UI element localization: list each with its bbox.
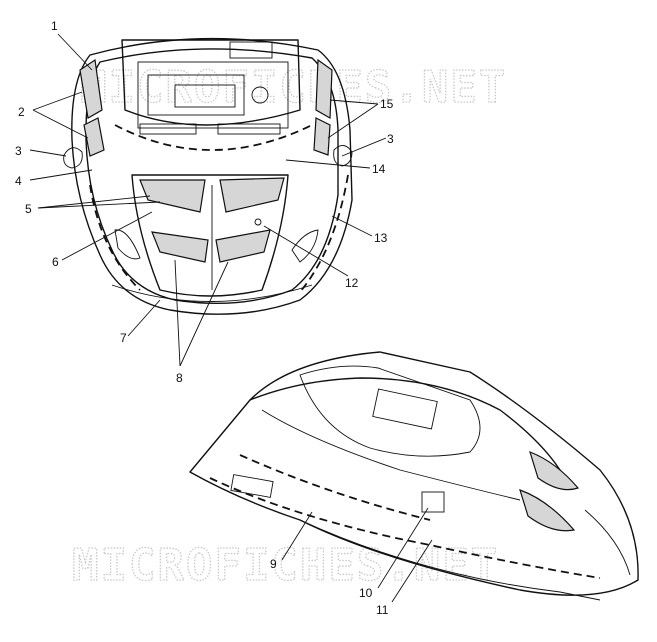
hood-iso-inner <box>299 365 481 457</box>
callout-9: 9 <box>270 557 277 571</box>
callout-2: 2 <box>18 105 25 119</box>
console-bar-right <box>217 123 281 135</box>
callout-3-right: 3 <box>387 132 394 146</box>
side-vent-right-lower <box>313 117 331 156</box>
gauge-circle <box>251 86 269 104</box>
hood-iso-stripe-upper <box>239 454 431 521</box>
hood-front-view <box>63 37 353 315</box>
hood-iso-upper <box>249 377 561 471</box>
callout-10: 10 <box>359 586 373 600</box>
hood-iso-vent-front-1 <box>529 450 580 491</box>
hood-trim-dashes <box>114 124 313 151</box>
instrument-panel <box>174 84 236 108</box>
instrument-recess <box>147 74 245 116</box>
watermark-bottom: MICROFICHES.NET <box>72 540 499 591</box>
side-vent-right <box>315 58 333 120</box>
callout-3-left: 3 <box>15 144 22 158</box>
leader-lines <box>29 33 433 603</box>
hood-side-dashes-right <box>299 174 349 293</box>
bumper-line <box>111 284 313 302</box>
headlight-lower-right <box>215 229 271 263</box>
emblem-right <box>333 145 353 167</box>
headlight-upper-left <box>139 179 206 213</box>
decal-side-small <box>230 474 274 498</box>
hood-inner-rim <box>85 48 339 305</box>
callout-13: 13 <box>374 231 388 245</box>
hood-iso-ridge <box>261 409 521 501</box>
callout-labels: 1 2 3 3 4 5 6 7 8 9 10 11 12 13 14 15 <box>15 19 394 617</box>
side-vent-left <box>79 58 103 119</box>
hood-side-view <box>189 351 639 601</box>
hood-iso-bottom-edge <box>299 519 601 601</box>
watermark-top: MICROFICHES.NET <box>80 62 507 113</box>
callout-7: 7 <box>120 331 127 345</box>
callout-8: 8 <box>176 371 183 385</box>
callout-4: 4 <box>15 174 22 188</box>
headlight-upper-right <box>219 177 285 213</box>
hood-iso-console <box>372 388 438 430</box>
console-opening <box>137 61 289 129</box>
callout-5: 5 <box>25 202 32 216</box>
air-intake-right <box>291 229 319 263</box>
hood-iso-vent-front-2 <box>519 489 576 532</box>
headlight-lower-left <box>151 231 209 263</box>
callout-14: 14 <box>372 162 386 176</box>
emblem-left <box>63 147 83 169</box>
hood-outer-outline <box>71 37 353 315</box>
callout-6: 6 <box>52 255 59 269</box>
air-intake-left <box>114 229 141 260</box>
callout-11: 11 <box>376 603 389 617</box>
decal-square <box>421 491 445 513</box>
console-tab <box>229 41 273 59</box>
hood-fastener <box>254 218 262 226</box>
side-vent-left-lower <box>83 117 105 157</box>
callout-1: 1 <box>51 19 58 33</box>
grille-frame <box>131 174 289 297</box>
hood-side-dashes-left <box>89 184 141 291</box>
callout-15: 15 <box>380 97 394 111</box>
console-bar-left <box>139 123 197 135</box>
hood-iso-nose <box>584 509 631 576</box>
callout-12: 12 <box>345 276 359 290</box>
